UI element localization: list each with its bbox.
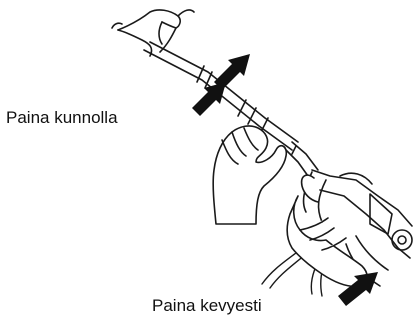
press-firmly-label: Paina kunnolla (6, 109, 118, 126)
arrow-icon-middle (192, 82, 226, 116)
hand-icon-left (213, 126, 286, 224)
applicator-cradle-head (112, 10, 194, 56)
press-gently-label: Paina kevyesti (152, 297, 262, 314)
